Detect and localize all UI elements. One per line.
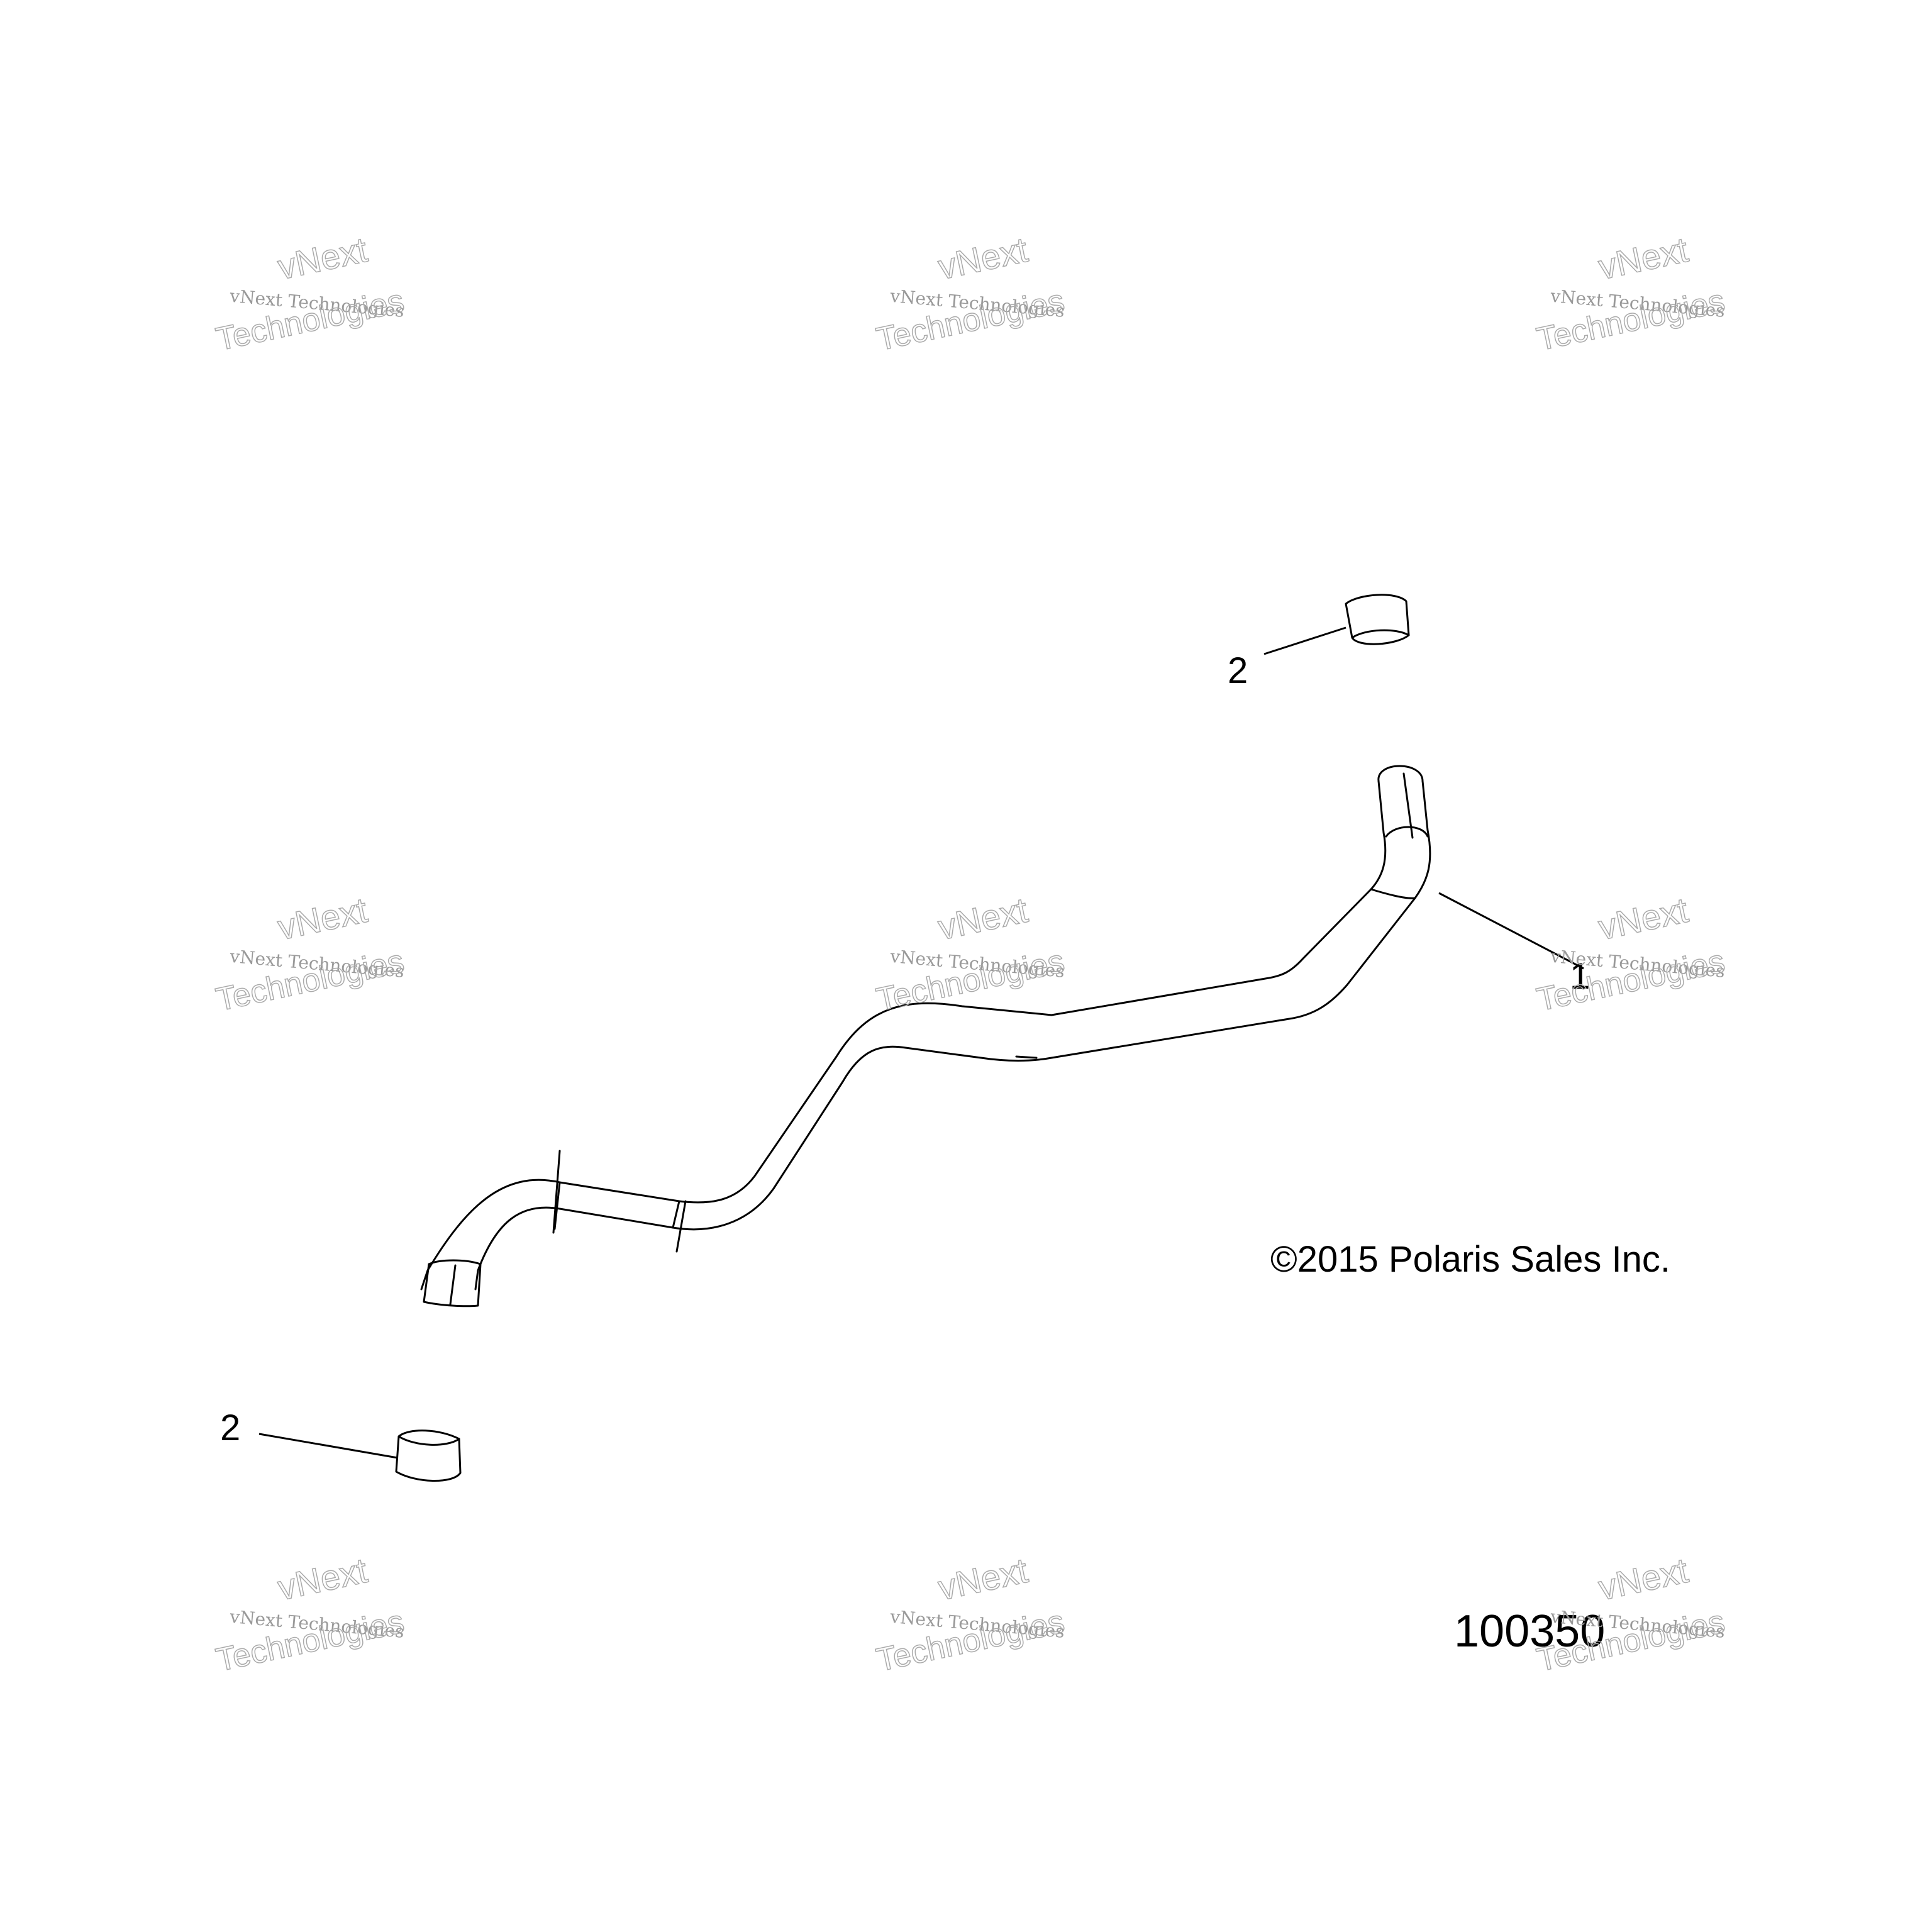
watermark-text: vNext [274,1550,371,1607]
callout-label-clamp-bottom: 2 [220,1407,240,1448]
figure-number: 100350 [1454,1606,1605,1657]
watermark: vNext Technologies vNext Technologies [873,889,1068,1019]
watermark: vNext Technologies vNext Technologies [213,229,408,358]
watermark: vNext Technologies vNext Technologies [213,1550,408,1679]
clamp-bottom-part [395,1430,462,1482]
watermark: vNext Technologies vNext Technologies [873,229,1068,358]
watermark: vNext Technologies vNext Technologies [873,1550,1068,1679]
watermark: vNext Technologies vNext Technologies [1533,889,1728,1019]
leader-line-hose [1438,892,1584,970]
hose-part [420,765,1431,1307]
watermark-text: vNext [1595,1550,1692,1607]
leader-line-clamp-bottom [258,1433,398,1459]
callout-label-hose: 1 [1570,956,1590,997]
leader-line-clamp-top [1263,626,1346,655]
watermark: vNext Technologies vNext Technologies [213,889,408,1019]
copyright-text: ©2015 Polaris Sales Inc. [1270,1239,1670,1280]
watermark: vNext Technologies vNext Technologies [1533,229,1728,358]
watermark-text: vNext [1595,230,1692,287]
watermark-text: vNext [274,230,371,287]
clamp-top-part [1345,594,1410,645]
watermark-text: vNext [935,890,1031,947]
callout-label-clamp-top: 2 [1228,650,1248,691]
watermark-text: vNext [935,230,1031,287]
watermark: vNext Technologies vNext Technologies [1533,1550,1728,1679]
watermark-grid: vNext Technologies vNext Technologies vN… [213,229,1728,1679]
watermark-text: vNext [935,1550,1031,1607]
watermark-text: vNext [274,890,371,947]
watermark-text: vNext [1595,890,1692,947]
